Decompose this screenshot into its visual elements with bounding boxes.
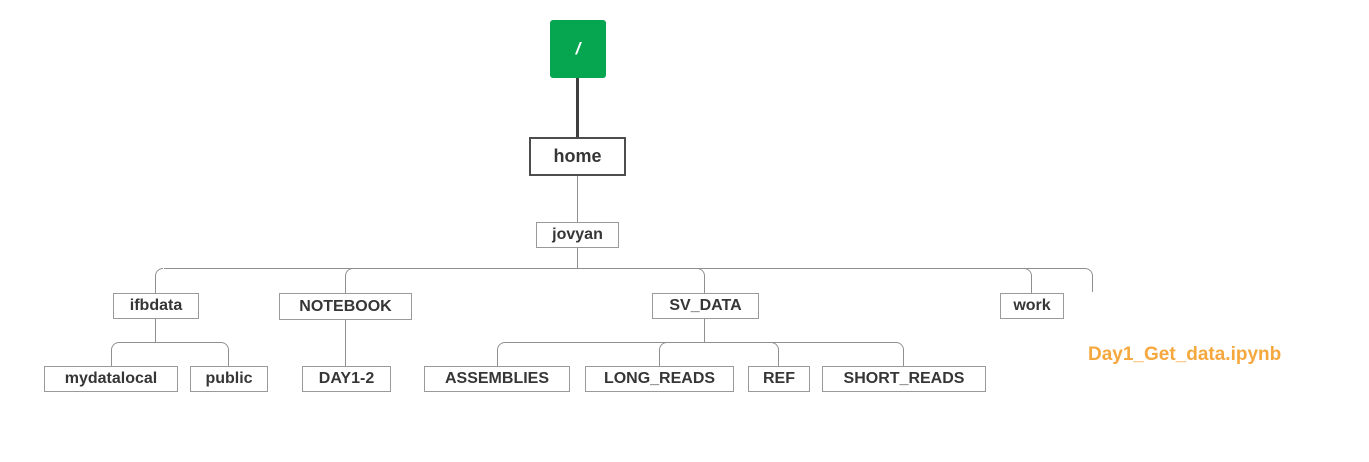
connector-corner-notebook bbox=[345, 268, 353, 276]
node-home: home bbox=[529, 137, 626, 176]
edge-to-notebook-file bbox=[1092, 275, 1093, 292]
connector-corner-assemblies bbox=[497, 342, 505, 350]
node-ref: REF bbox=[748, 366, 810, 392]
connector-corner-mydatalocal bbox=[111, 342, 119, 350]
node-ifbdata: ifbdata bbox=[113, 293, 199, 319]
notebook-file-label: Day1_Get_data.ipynb bbox=[1088, 344, 1282, 365]
node-notebook: NOTEBOOK bbox=[279, 293, 412, 320]
node-day1-2: DAY1-2 bbox=[302, 366, 391, 392]
node-mydatalocal: mydatalocal bbox=[44, 366, 178, 392]
edge-to-assemblies bbox=[497, 349, 498, 366]
node-work: work bbox=[1000, 293, 1064, 319]
node-root: / bbox=[550, 20, 606, 78]
edge-to-ref bbox=[778, 349, 779, 366]
edge-jovyan-stub bbox=[577, 248, 578, 268]
node-short-reads: SHORT_READS bbox=[822, 366, 986, 392]
edge-to-ifbdata bbox=[155, 275, 156, 293]
node-long-reads: LONG_READS bbox=[585, 366, 734, 392]
node-jovyan: jovyan bbox=[536, 222, 619, 248]
node-assemblies: ASSEMBLIES bbox=[424, 366, 570, 392]
edge-to-notebook bbox=[345, 275, 346, 293]
edge-to-sv-data bbox=[704, 275, 705, 293]
connector-corner-long-reads bbox=[659, 342, 667, 350]
edge-to-long-reads bbox=[659, 349, 660, 366]
edge-to-short-reads bbox=[903, 349, 904, 366]
connector-jovyan-children bbox=[164, 268, 1085, 269]
node-public: public bbox=[190, 366, 268, 392]
connector-ifbdata-children bbox=[119, 342, 221, 343]
edge-to-public bbox=[228, 349, 229, 366]
connector-corner-ifbdata bbox=[155, 268, 163, 276]
edge-notebook-to-day1-2 bbox=[345, 320, 346, 366]
connector-sv-data-children bbox=[505, 342, 896, 343]
edge-root-to-home bbox=[576, 78, 579, 137]
edge-ifbdata-stub bbox=[155, 319, 156, 342]
edge-home-to-jovyan bbox=[577, 176, 578, 222]
edge-sv-data-stub bbox=[704, 319, 705, 342]
node-sv-data: SV_DATA bbox=[652, 293, 759, 319]
edge-to-mydatalocal bbox=[111, 349, 112, 366]
edge-to-work bbox=[1031, 275, 1032, 293]
